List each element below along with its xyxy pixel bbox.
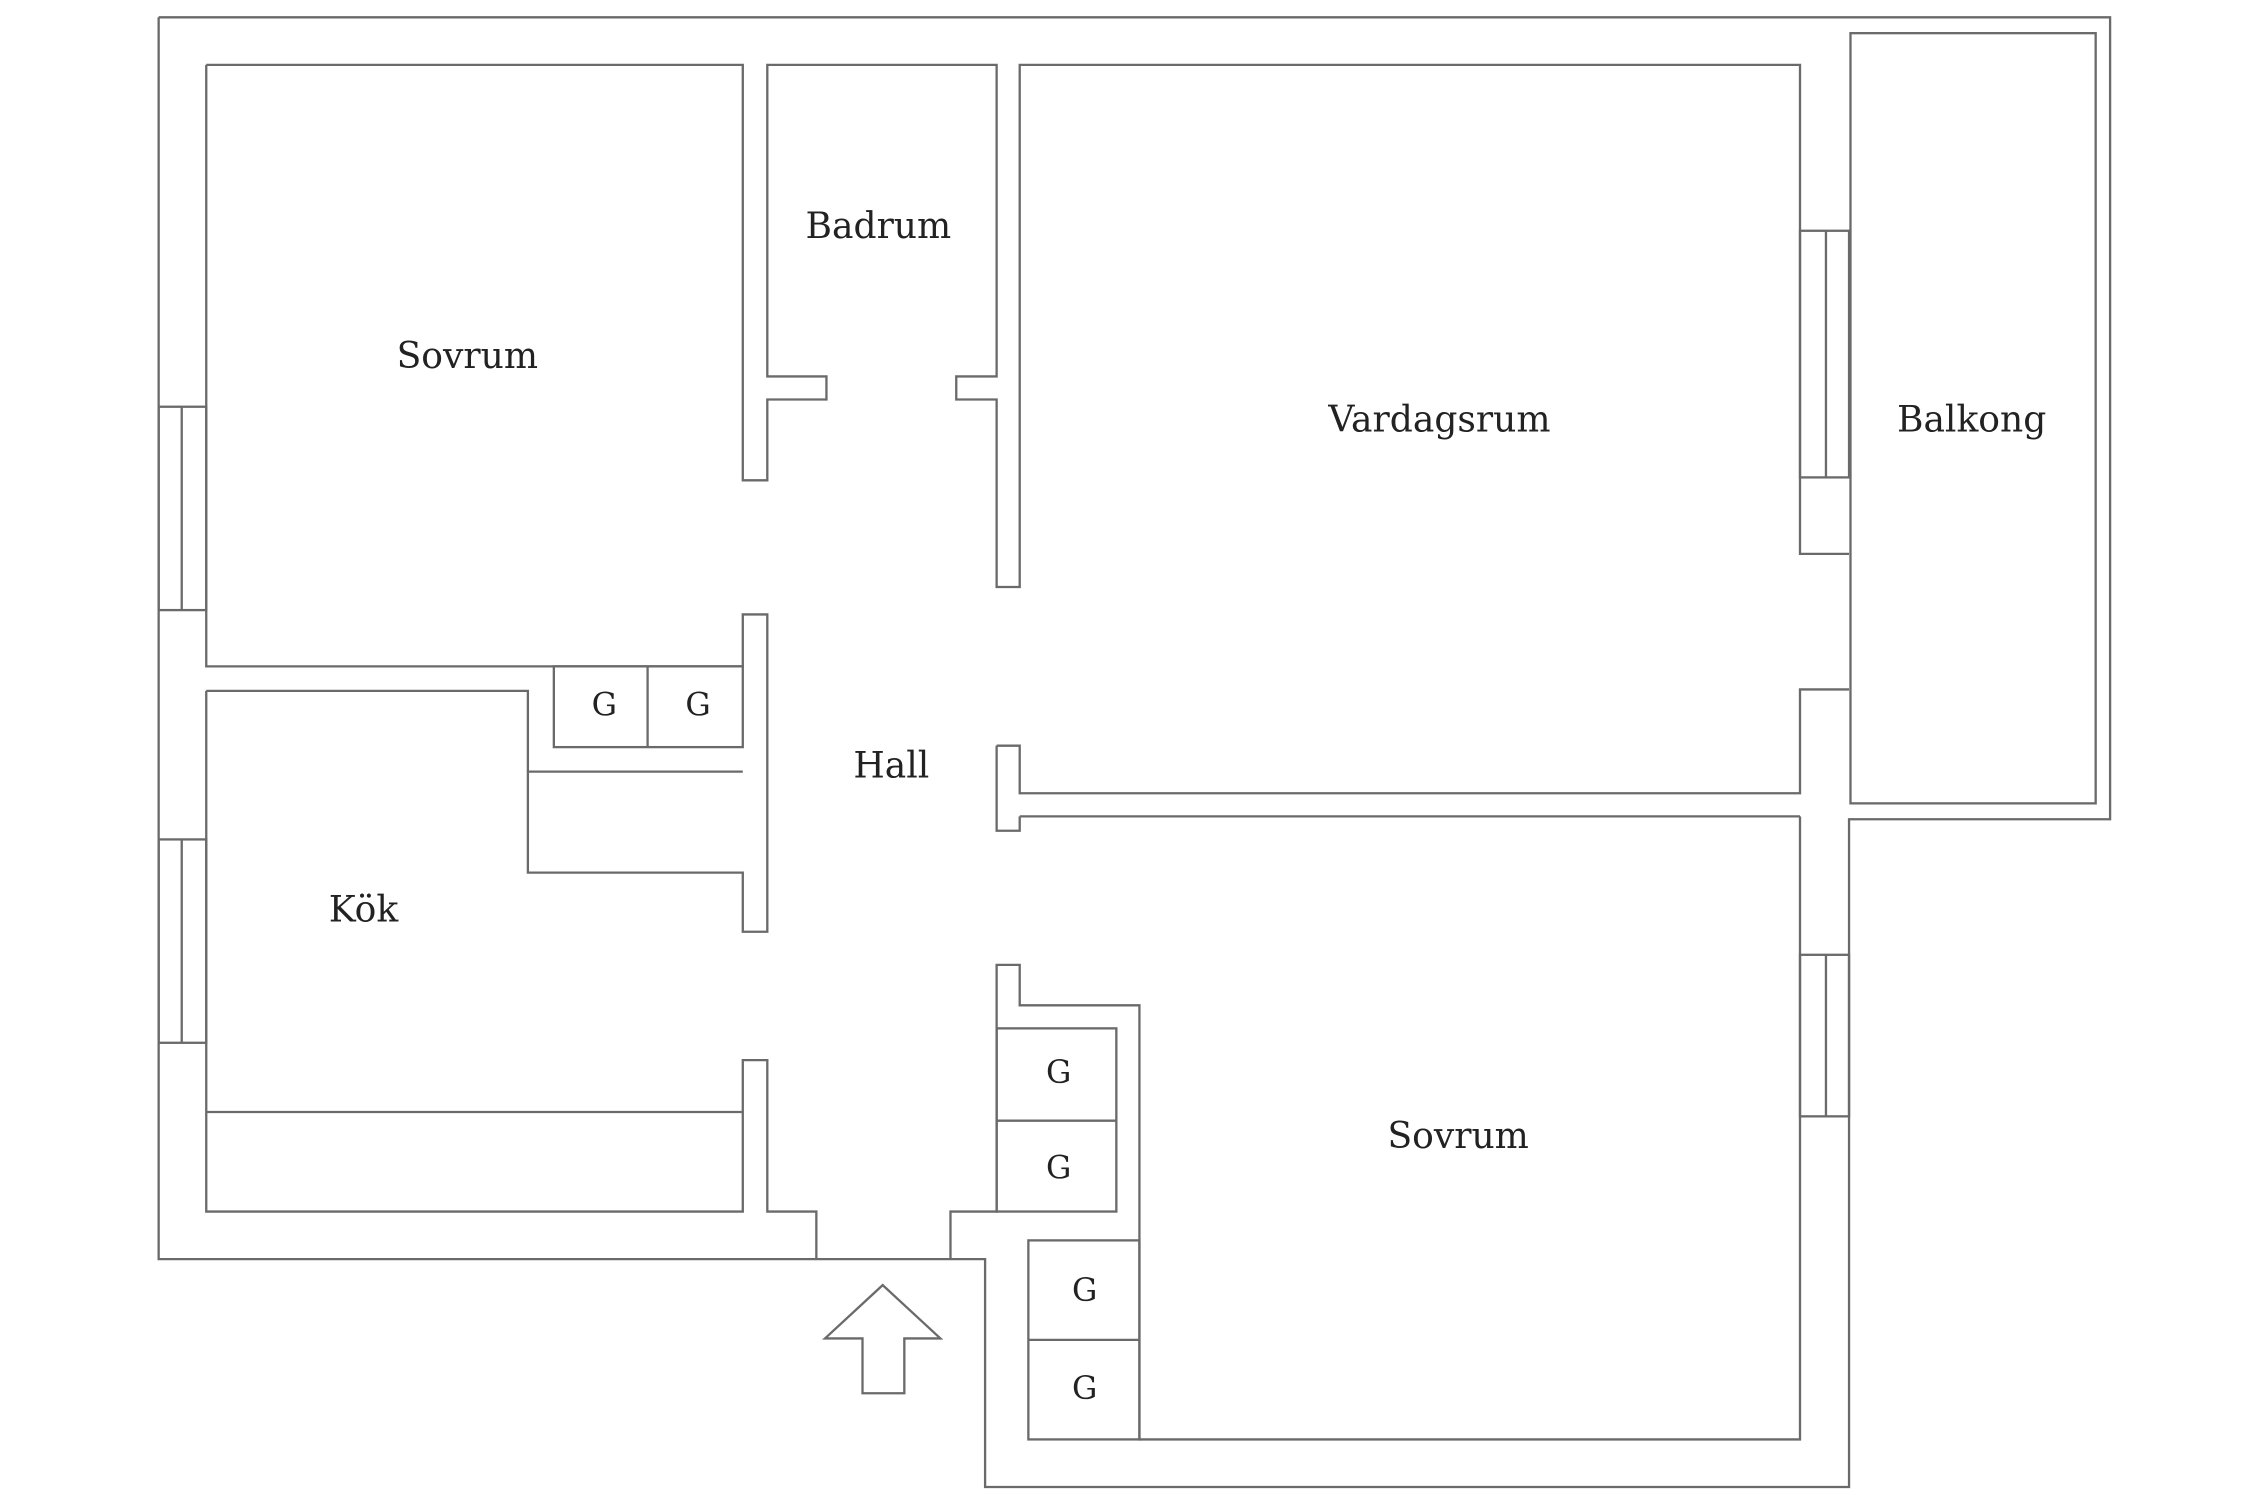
hall-closets <box>552 665 744 749</box>
room-label-kitchen: Kök <box>329 889 400 931</box>
up-arrow-icon <box>822 1283 944 1395</box>
room-label-bedroom-1: Sovrum <box>397 335 538 377</box>
outer-walls <box>157 16 2112 1489</box>
room-label-hall: Hall <box>853 744 929 786</box>
room-label-bathroom: Badrum <box>806 205 952 247</box>
closet-label: G <box>1046 1055 1071 1091</box>
room-label-balcony: Balkong <box>1897 398 2046 440</box>
closet-label: G <box>1072 1273 1097 1309</box>
bedroom-2-closets <box>995 1027 1141 1441</box>
closet-label: G <box>685 687 710 723</box>
closet-label: G <box>1072 1371 1097 1407</box>
closet-label: G <box>592 687 617 723</box>
living-room-divider <box>995 688 1850 832</box>
bedroom-1 <box>205 63 1850 933</box>
closet-label: G <box>1046 1150 1071 1186</box>
room-label-bedroom-2: Sovrum <box>1387 1115 1528 1157</box>
room-label-living-room: Vardagsrum <box>1327 398 1550 440</box>
kitchen-walls <box>205 690 1802 1441</box>
